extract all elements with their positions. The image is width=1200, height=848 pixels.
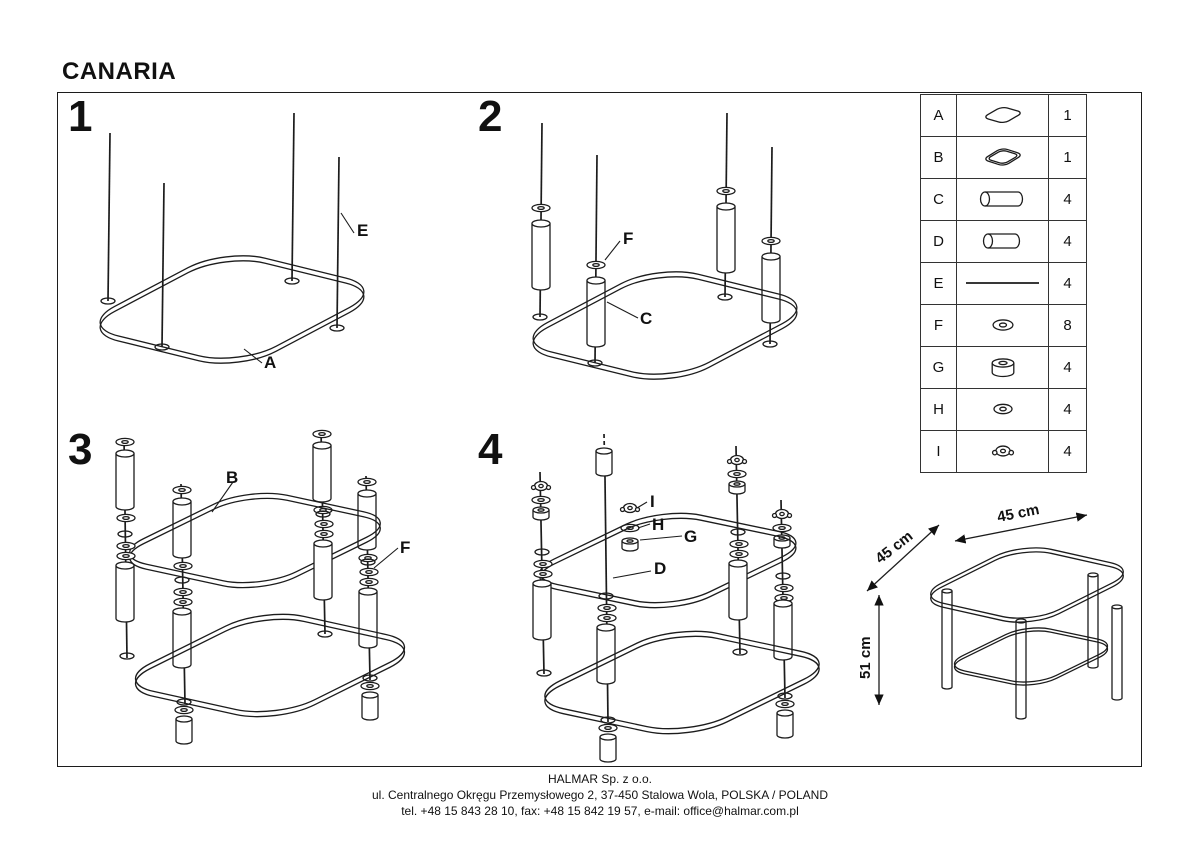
assembly-step-4: 4 bbox=[470, 428, 910, 765]
step-4-lower-glass bbox=[520, 623, 844, 742]
part-label-b: B bbox=[226, 468, 239, 487]
part-qty: 4 bbox=[1048, 263, 1086, 304]
part-label-h: H bbox=[652, 515, 665, 534]
step-1-number: 1 bbox=[68, 92, 93, 141]
part-label-a: A bbox=[264, 353, 277, 372]
footer-contact: tel. +48 15 843 28 10, fax: +48 15 842 1… bbox=[401, 804, 799, 818]
part-letter: B bbox=[921, 137, 957, 178]
step-3-number: 3 bbox=[68, 425, 93, 474]
main-diagram-box bbox=[57, 92, 1142, 767]
washer-icon bbox=[957, 305, 1048, 346]
step-3-upper-glass-b bbox=[107, 486, 403, 595]
long-tube-spacer-icon bbox=[957, 179, 1048, 220]
part-letter: D bbox=[921, 221, 957, 262]
parts-row-a: A 1 bbox=[921, 95, 1086, 136]
part-qty: 4 bbox=[1048, 389, 1086, 430]
parts-row-e: E 4 bbox=[921, 262, 1086, 304]
step-1-glass-top-a bbox=[76, 247, 388, 372]
part-label-g: G bbox=[684, 527, 698, 546]
footer-company: HALMAR Sp. z o.o. bbox=[547, 772, 653, 786]
part-letter: H bbox=[921, 389, 957, 430]
step-2-number: 2 bbox=[478, 92, 503, 141]
part-label-d: D bbox=[654, 559, 667, 578]
step-3-mid-washers-and-tubes bbox=[115, 519, 379, 669]
glass-top-panel-icon bbox=[957, 95, 1048, 136]
dimension-arrows bbox=[867, 512, 1087, 705]
parts-row-c: C 4 bbox=[921, 178, 1086, 220]
part-qty: 1 bbox=[1048, 95, 1086, 136]
part-label-e: E bbox=[357, 221, 369, 240]
part-qty: 8 bbox=[1048, 305, 1086, 346]
step-1-rods-e bbox=[108, 113, 339, 347]
parts-row-b: B 1 bbox=[921, 136, 1086, 178]
step-2-washers-f bbox=[531, 186, 781, 270]
threaded-rod-icon bbox=[957, 263, 1048, 304]
footer-address: ul. Centralnego Okręgu Przemysłowego 2, … bbox=[371, 788, 828, 802]
step-2-glass-top bbox=[509, 263, 821, 388]
step-2-rods bbox=[540, 113, 772, 363]
step-4-upper-glass bbox=[517, 506, 819, 615]
step-3-diagram bbox=[107, 429, 429, 745]
step-4-fastener-stacks bbox=[530, 454, 793, 552]
part-qty: 1 bbox=[1048, 137, 1086, 178]
part-qty: 4 bbox=[1048, 179, 1086, 220]
step-2-tubes-c bbox=[531, 202, 781, 348]
assembly-step-2: 2 bbox=[470, 95, 890, 395]
parts-list-table: A 1 B 1 C 4 D bbox=[920, 94, 1087, 473]
product-title: CANARIA bbox=[62, 58, 177, 85]
step-4-adjuster-tube bbox=[595, 447, 613, 477]
dimension-height: 51 cm bbox=[857, 636, 874, 679]
step-1-diagram bbox=[76, 95, 388, 372]
part-label-f: F bbox=[400, 538, 411, 557]
step-4-diagram bbox=[517, 428, 844, 763]
finished-product-view: 45 cm 45 cm 51 cm bbox=[855, 483, 1145, 751]
part-letter: F bbox=[921, 305, 957, 346]
part-label-c: C bbox=[640, 309, 653, 328]
step-4-number: 4 bbox=[478, 425, 503, 474]
washer-icon bbox=[957, 389, 1048, 430]
short-tube-spacer-icon bbox=[957, 221, 1048, 262]
finished-product-diagram bbox=[855, 512, 1141, 720]
parts-row-g: G 4 bbox=[921, 346, 1086, 388]
part-label-f: F bbox=[623, 229, 634, 248]
part-letter: E bbox=[921, 263, 957, 304]
part-letter: G bbox=[921, 347, 957, 388]
glass-shelf-panel-icon bbox=[957, 137, 1048, 178]
parts-row-h: H 4 bbox=[921, 388, 1086, 430]
step-2-diagram bbox=[509, 95, 821, 388]
parts-row-i: I 4 bbox=[921, 430, 1086, 472]
nut-icon bbox=[957, 347, 1048, 388]
part-qty: 4 bbox=[1048, 221, 1086, 262]
part-letter: A bbox=[921, 95, 957, 136]
parts-row-d: D 4 bbox=[921, 220, 1086, 262]
part-letter: C bbox=[921, 179, 957, 220]
part-letter: I bbox=[921, 431, 957, 472]
assembly-step-1: 1 E A bbox=[60, 95, 470, 395]
step-3-feet bbox=[174, 681, 380, 745]
step-3-lower-glass bbox=[111, 606, 429, 725]
footer: HALMAR Sp. z o.o. ul. Centralnego Okręgu… bbox=[0, 771, 1200, 819]
assembly-step-3: 3 bbox=[60, 428, 480, 765]
part-label-i: I bbox=[650, 492, 655, 511]
part-qty: 4 bbox=[1048, 347, 1086, 388]
part-qty: 4 bbox=[1048, 431, 1086, 472]
parts-row-f: F 8 bbox=[921, 304, 1086, 346]
cap-nut-icon bbox=[957, 431, 1048, 472]
